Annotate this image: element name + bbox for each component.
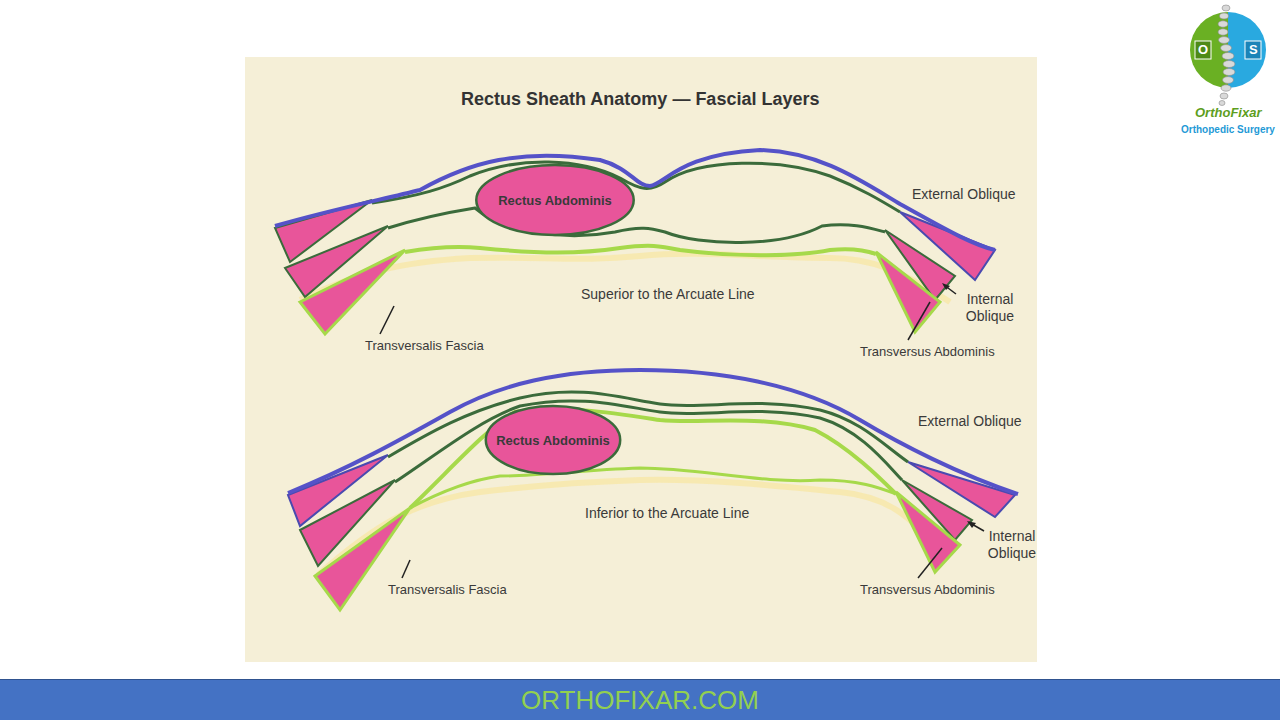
fascia-label: Transversalis Fascia — [388, 582, 507, 598]
fascia-label: Transversalis Fascia — [365, 338, 484, 354]
logo — [1190, 5, 1266, 106]
muscle-label: Internal Oblique — [959, 291, 1021, 325]
logo-tagline: Orthopedic Surgery — [1181, 124, 1275, 136]
ellipse-outline — [486, 406, 620, 474]
footer-band: ORTHOFIXAR.COM — [0, 679, 1280, 720]
logo-letter: S — [1249, 42, 1258, 58]
muscle-ellipse: Rectus Abdominis — [473, 162, 637, 238]
section-label: Superior to the Arcuate Line — [581, 286, 755, 303]
ellipse-outline — [476, 165, 633, 235]
muscle-label: Rectus Abdominis — [498, 193, 612, 208]
diagram-title: Rectus Sheath Anatomy — Fascial Layers — [461, 89, 819, 111]
muscle-label: External Oblique — [918, 413, 1022, 430]
footer-text: ORTHOFIXAR.COM — [521, 685, 759, 716]
muscle-label: External Oblique — [912, 186, 1016, 203]
section-label: Inferior to the Arcuate Line — [585, 505, 749, 522]
muscle-label: Transversus Abdominis — [860, 344, 995, 360]
muscle-label: Transversus Abdominis — [860, 582, 995, 598]
muscle-label: Internal Oblique — [984, 528, 1040, 562]
logo-name: OrthoFixar — [1195, 105, 1261, 121]
muscle-ellipse: Rectus Abdominis — [483, 403, 623, 477]
paper-panel — [245, 57, 1037, 662]
logo-letter: O — [1198, 42, 1208, 58]
upper-section — [275, 150, 995, 340]
muscle-label: Rectus Abdominis — [496, 433, 610, 448]
lower-section — [288, 370, 1018, 610]
